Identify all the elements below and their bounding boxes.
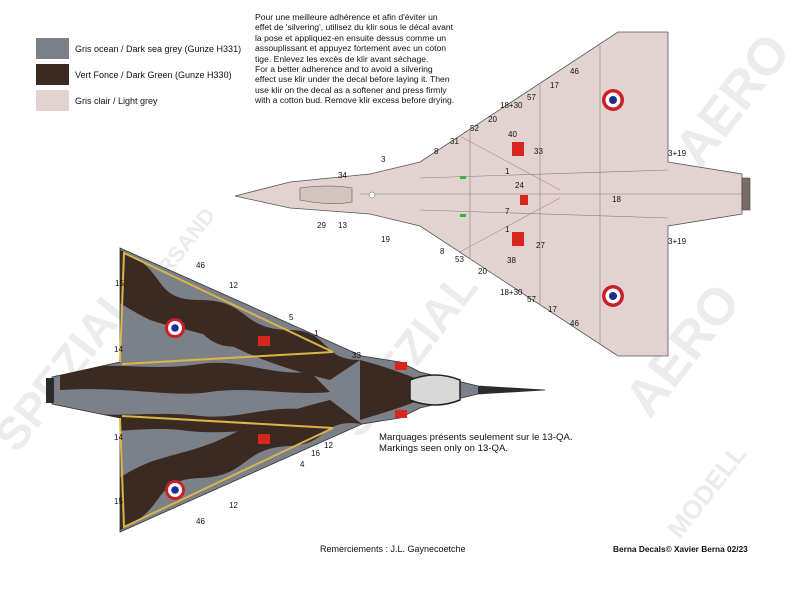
callout-label: 15 — [115, 279, 124, 288]
callout-label: 1 — [314, 329, 319, 338]
topside-warning-panel — [258, 434, 270, 444]
markings-note: Marquages présents seulement sur le 13-Q… — [379, 432, 573, 454]
underside-warning-panel — [520, 195, 528, 205]
markings-note-english: Markings seen only on 13-QA. — [379, 443, 509, 454]
topside-nozzle — [46, 378, 54, 403]
callout-label: 17 — [548, 305, 557, 314]
callout-label: 12 — [324, 441, 333, 450]
callout-label: 38 — [507, 256, 516, 265]
swatch-light-grey — [36, 90, 69, 111]
callout-label: 18+30 — [500, 288, 523, 297]
callout-label: 1 — [505, 225, 510, 234]
callout-label: 57 — [527, 93, 536, 102]
callout-label: 5 — [289, 313, 294, 322]
signature-text: Berna Decals© Xavier Berna 02/23 — [613, 544, 748, 554]
instructions-french: Pour une meilleure adhérence et afin d'é… — [255, 12, 454, 64]
underside-warning-panel — [512, 232, 524, 246]
topside-yellow-edge — [119, 251, 334, 365]
watermark-text: MODELL — [661, 439, 752, 544]
callout-label: 12 — [229, 281, 238, 290]
roundel-icon — [602, 89, 624, 111]
callout-label: 29 — [317, 221, 326, 230]
instructions-english: For a better adherence and to avoid a si… — [255, 64, 455, 106]
legend-row: Gris ocean / Dark sea grey (Gunze H331) — [36, 36, 241, 61]
topside-view: 46 12 15 5 1 14 33 14 4 16 12 15 12 46 — [46, 247, 546, 533]
underside-canopy — [299, 185, 353, 204]
roundel-icon — [165, 318, 185, 338]
topside-canopy — [409, 374, 461, 406]
callout-label: 14 — [114, 433, 123, 442]
topside-warning-panel — [395, 410, 407, 418]
callout-label: 33 — [352, 351, 361, 360]
callout-label: 33 — [534, 147, 543, 156]
swatch-dark-sea-grey — [36, 38, 69, 59]
credit-text: Remerciements : J.L. Gaynecoetche — [320, 544, 466, 554]
legend-label: Gris ocean / Dark sea grey (Gunze H331) — [75, 43, 242, 54]
callout-label: 31 — [450, 137, 459, 146]
swatch-dark-green — [36, 64, 69, 85]
callout-label: 20 — [478, 267, 487, 276]
callout-label: 4 — [300, 460, 305, 469]
callout-label: 3+19 — [668, 237, 687, 246]
callout-label: 14 — [114, 345, 123, 354]
underside-green-marker — [460, 176, 466, 179]
callout-label: 19 — [381, 235, 390, 244]
callout-label: 53 — [455, 255, 464, 264]
callout-label: 20 — [488, 115, 497, 124]
topside-callouts: 46 12 15 5 1 14 33 14 4 16 12 15 12 46 — [114, 261, 361, 526]
callout-label: 17 — [550, 81, 559, 90]
callout-label: 46 — [196, 517, 205, 526]
underside-view: 46 57 17 18+30 20 52 40 33 8 31 1 3+19 3… — [234, 31, 751, 357]
callout-label: 7 — [505, 207, 510, 216]
decal-instructions: Pour une meilleure adhérence et afin d'é… — [255, 12, 455, 106]
callout-label: 8 — [434, 147, 439, 156]
topside-yellow-edge — [119, 415, 334, 529]
topside-nose — [478, 386, 545, 394]
legend-row: Vert Fonce / Dark Green (Gunze H330) — [36, 62, 241, 87]
topside-warning-panel — [258, 336, 270, 346]
underside-callouts: 46 57 17 18+30 20 52 40 33 8 31 1 3+19 3… — [317, 67, 687, 328]
underside-warning-panel — [512, 142, 524, 156]
callout-label: 8 — [440, 247, 445, 256]
underside-roundel-glyph — [368, 191, 376, 199]
roundel-icon — [602, 285, 624, 307]
color-legend: Gris ocean / Dark sea grey (Gunze H331) … — [36, 36, 241, 114]
roundel-icon — [165, 480, 185, 500]
callout-label: 46 — [196, 261, 205, 270]
callout-label: 18 — [612, 195, 621, 204]
markings-note-french: Marquages présents seulement sur le 13-Q… — [379, 432, 573, 443]
callout-label: 18+30 — [500, 101, 523, 110]
callout-label: 52 — [470, 124, 479, 133]
callout-label: 27 — [536, 241, 545, 250]
legend-label: Vert Fonce / Dark Green (Gunze H330) — [75, 69, 232, 80]
underside-nozzle — [741, 177, 751, 211]
legend-label: Gris clair / Light grey — [75, 95, 158, 106]
callout-label: 46 — [570, 67, 579, 76]
callout-label: 15 — [114, 497, 123, 506]
callout-label: 1 — [505, 167, 510, 176]
underside-green-marker — [460, 214, 466, 217]
callout-label: 46 — [570, 319, 579, 328]
callout-label: 57 — [527, 295, 536, 304]
callout-label: 16 — [311, 449, 320, 458]
callout-label: 12 — [229, 501, 238, 510]
camouflage-pattern — [60, 250, 420, 530]
callout-label: 3 — [381, 155, 386, 164]
callout-label: 13 — [338, 221, 347, 230]
callout-label: 34 — [338, 171, 347, 180]
callout-label: 24 — [515, 181, 524, 190]
callout-label: 3+19 — [668, 149, 687, 158]
legend-row: Gris clair / Light grey — [36, 88, 241, 113]
topside-warning-panel — [395, 362, 407, 370]
callout-label: 40 — [508, 130, 517, 139]
